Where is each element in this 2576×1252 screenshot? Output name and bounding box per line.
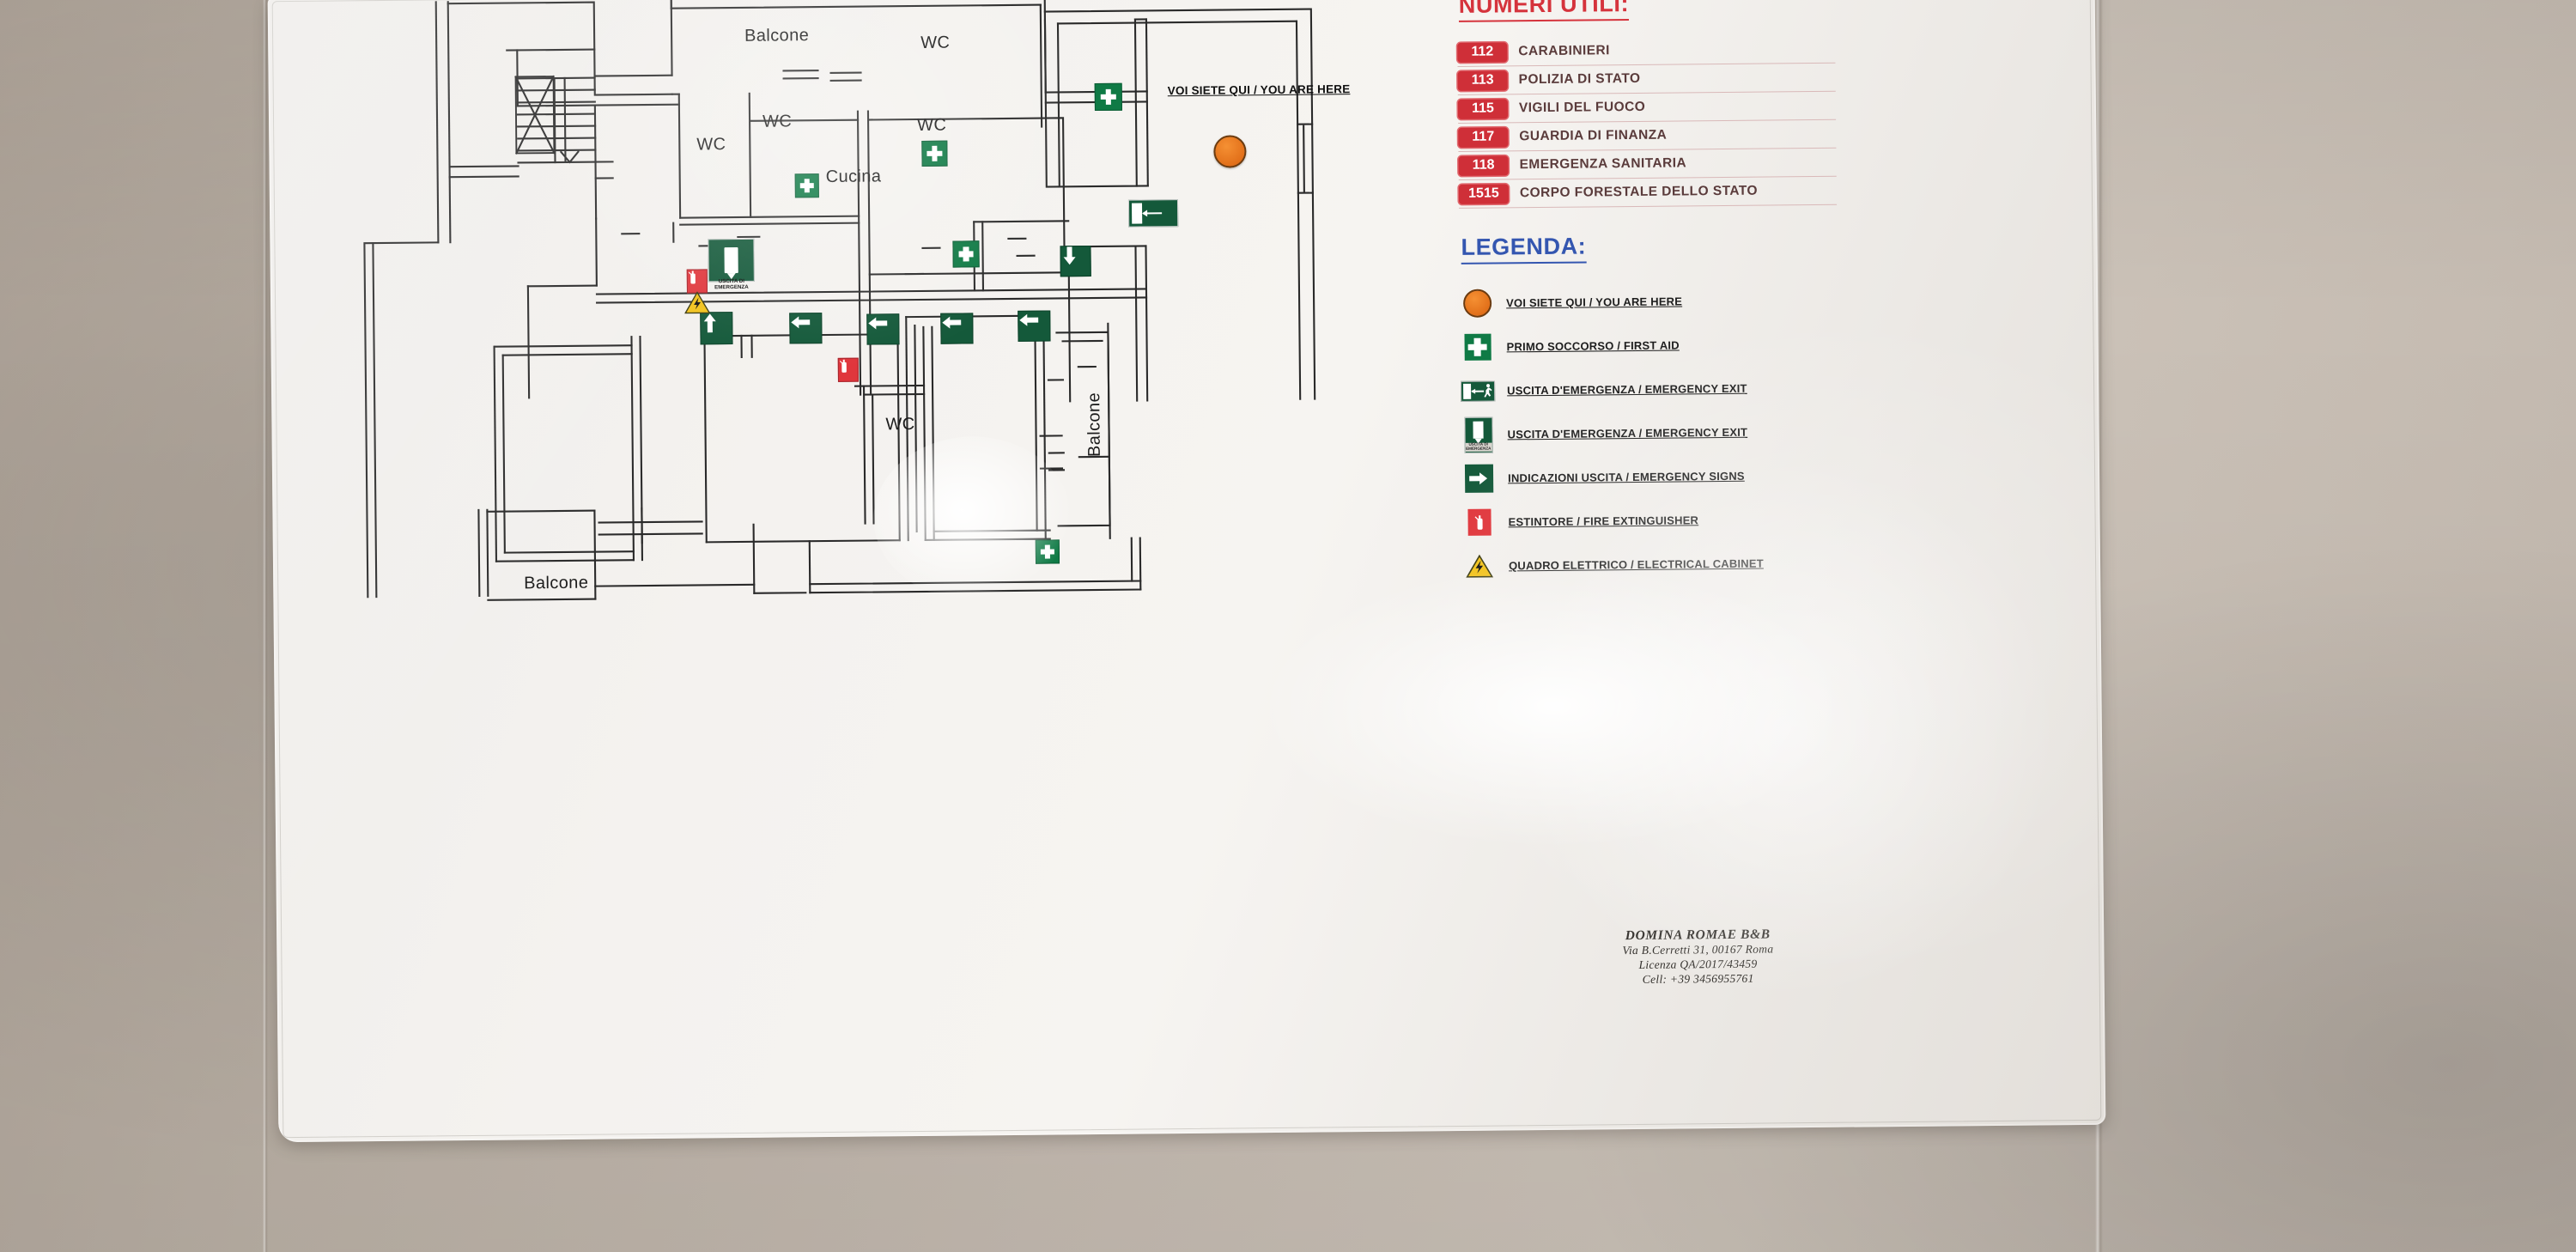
room-label: WC xyxy=(917,115,947,135)
down-arrow-icon xyxy=(1060,246,1091,277)
left-arrow-icon xyxy=(789,313,823,344)
legend-row: QUADRO ELETTRICO / ELECTRICAL CABINET xyxy=(1462,540,1866,588)
legend-row: VOI SIETE QUI / YOU ARE HERE xyxy=(1460,277,1863,325)
legend-row: ESTINTORE / FIRE EXTINGUISHER xyxy=(1461,496,1865,544)
first-aid-cross-icon xyxy=(952,240,980,268)
room-label: WC xyxy=(696,135,726,155)
emergency-number-badge: 118 xyxy=(1458,155,1509,176)
legend-list: VOI SIETE QUI / YOU ARE HERE PRIMO SOCCO… xyxy=(1460,277,1866,587)
up-arrow-icon xyxy=(700,312,733,345)
emergency-number-badge: 117 xyxy=(1458,126,1509,148)
legend-row: INDICAZIONI USCITA / EMERGENCY SIGNS xyxy=(1461,453,1865,501)
emergency-number-label: VIGILI DEL FUOCO xyxy=(1518,99,1646,116)
legend-label: QUADRO ELETTRICO / ELECTRICAL CABINET xyxy=(1509,556,1764,573)
emergency-number-row: 115 VIGILI DEL FUOCO xyxy=(1457,91,1837,124)
room-label-vertical: Balcone xyxy=(1084,392,1104,458)
legend-label: PRIMO SOCCORSO / FIRST AID xyxy=(1506,338,1680,354)
you-are-here-label: VOI SIETE QUI / YOU ARE HERE xyxy=(1167,82,1351,98)
exit-door-icon xyxy=(708,238,755,283)
legend-label: ESTINTORE / FIRE EXTINGUISHER xyxy=(1508,514,1699,529)
legend-label: USCITA D'EMERGENZA / EMERGENCY EXIT xyxy=(1507,381,1747,398)
emergency-number-label: EMERGENZA SANITARIA xyxy=(1519,155,1687,173)
emergency-number-row: 117 GUARDIA DI FINANZA xyxy=(1458,119,1837,152)
you-are-here-dot-icon xyxy=(1213,135,1247,168)
first-aid-cross-icon xyxy=(794,173,819,198)
left-arrow-icon xyxy=(940,313,974,344)
emergency-number-row: 112 CARABINIERI xyxy=(1457,34,1836,67)
fire-extinguisher-icon xyxy=(686,269,708,294)
first-aid-cross-icon xyxy=(1035,539,1060,564)
legend-row: PRIMO SOCCORSO / FIRST AID xyxy=(1460,321,1863,369)
fire-extinguisher-icon xyxy=(837,357,859,382)
emergency-number-row: 118 EMERGENZA SANITARIA xyxy=(1458,148,1837,180)
room-label: WC xyxy=(885,415,915,435)
first-aid-cross-icon xyxy=(921,140,948,167)
emergency-number-label: CORPO FORESTALE DELLO STATO xyxy=(1519,183,1759,201)
room-label: WC xyxy=(762,112,793,131)
emergency-number-row: 1515 CORPO FORESTALE DELLO STATO xyxy=(1458,176,1838,209)
left-arrow-icon xyxy=(866,313,900,345)
emergency-number-label: GUARDIA DI FINANZA xyxy=(1519,127,1668,144)
running-man-exit-icon xyxy=(1461,380,1496,402)
electrical-hazard-icon xyxy=(1462,554,1497,578)
orange-dot-icon xyxy=(1460,289,1494,318)
legend-label: INDICAZIONI USCITA / EMERGENCY SIGNS xyxy=(1508,469,1745,485)
left-arrow-icon xyxy=(1018,310,1051,342)
property-footer: DOMINA ROMAE B&B Via B.Cerretti 31, 0016… xyxy=(1457,926,1939,989)
right-arrow-icon xyxy=(1461,464,1496,493)
emergency-number-badge: 1515 xyxy=(1458,183,1510,204)
running-man-exit-icon xyxy=(1127,199,1179,228)
floor-plan-drawing: Balcone WC WC WC WC Cucina WC Balcone Ba… xyxy=(268,0,1447,1142)
first-aid-cross-icon xyxy=(1460,333,1494,361)
emergency-numbers-title: NUMERI UTILI: xyxy=(1458,0,1630,22)
first-aid-cross-icon xyxy=(1094,82,1122,112)
wall-seam-left xyxy=(263,0,268,1252)
exit-sign-caption: USCITA DI EMERGENZA xyxy=(714,277,749,290)
laminated-plan-sheet: Balcone WC WC WC WC Cucina WC Balcone Ba… xyxy=(267,0,2106,1143)
emergency-number-badge: 113 xyxy=(1457,70,1508,91)
legend-label: USCITA D'EMERGENZA / EMERGENCY EXIT xyxy=(1507,425,1748,441)
emergency-number-row: 113 POLIZIA DI STATO xyxy=(1457,63,1836,95)
room-label: Balcone xyxy=(524,573,589,593)
emergency-number-label: CARABINIERI xyxy=(1518,43,1610,59)
emergency-number-label: POLIZIA DI STATO xyxy=(1518,70,1641,88)
emergency-number-badge: 112 xyxy=(1457,41,1508,63)
room-label: WC xyxy=(920,33,951,52)
legend-title: LEGENDA: xyxy=(1461,233,1587,264)
room-label: Cucina xyxy=(825,167,882,187)
emergency-number-badge: 115 xyxy=(1457,98,1509,119)
fire-extinguisher-icon xyxy=(1461,508,1496,536)
legend-label: VOI SIETE QUI / YOU ARE HERE xyxy=(1506,295,1683,310)
emergency-numbers-list: 112 CARABINIERI 113 POLIZIA DI STATO 115… xyxy=(1457,34,1838,209)
room-label: Balcone xyxy=(744,26,810,46)
legend-row: USCITA D'EMERGENZA / EMERGENCY EXIT xyxy=(1461,365,1864,413)
